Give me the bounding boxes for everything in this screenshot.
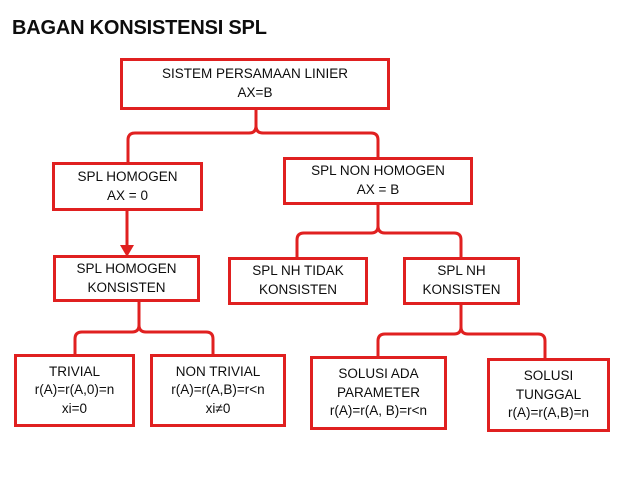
node-line: r(A)=r(A,B)=r<n bbox=[171, 382, 265, 398]
node-spl-nh-tidak-konsisten[interactable]: SPL NH TIDAK KONSISTEN bbox=[228, 257, 368, 305]
node-line: xi≠0 bbox=[205, 400, 231, 416]
node-line: r(A)=r(A, B)=r<n bbox=[329, 403, 428, 419]
node-spl-nh-konsisten[interactable]: SPL NH KONSISTEN bbox=[403, 257, 520, 305]
node-line: KONSISTEN bbox=[422, 282, 501, 297]
node-line: xi=0 bbox=[61, 400, 88, 416]
edge-nhkonsisten-split-right bbox=[459, 326, 547, 358]
node-sistem-persamaan-linier[interactable]: SISTEM PERSAMAAN LINIER AX=B bbox=[120, 58, 390, 110]
edge-root-to-non-homogen bbox=[254, 125, 380, 157]
node-line: AX = 0 bbox=[107, 187, 148, 203]
node-line: AX = B bbox=[356, 182, 400, 197]
node-line: SPL HOMOGEN bbox=[76, 260, 177, 276]
node-line: PARAMETER bbox=[336, 384, 420, 400]
node-line: r(A)=r(A,0)=n bbox=[34, 382, 115, 398]
node-line: AX=B bbox=[237, 85, 273, 100]
edge-root-split bbox=[126, 110, 258, 162]
node-line: SPL NON HOMOGEN bbox=[311, 163, 445, 179]
node-line: SPL NH TIDAK bbox=[252, 263, 344, 279]
edge-homogenkonsisten-split-right bbox=[137, 324, 215, 354]
node-trivial[interactable]: TRIVIAL r(A)=r(A,0)=n xi=0 bbox=[14, 354, 135, 427]
node-solusi-tunggal[interactable]: SOLUSI TUNGGAL r(A)=r(A,B)=n bbox=[487, 358, 610, 432]
edge-nhkonsisten-split-left bbox=[376, 305, 463, 356]
node-line: TUNGGAL bbox=[515, 386, 582, 402]
node-line: KONSISTEN bbox=[258, 282, 337, 297]
edge-nonhomogen-split-left bbox=[295, 205, 380, 257]
node-solusi-ada-parameter[interactable]: SOLUSI ADA PARAMETER r(A)=r(A, B)=r<n bbox=[310, 356, 447, 430]
page-title: BAGAN KONSISTENSI SPL bbox=[12, 17, 267, 39]
node-spl-non-homogen[interactable]: SPL NON HOMOGEN AX = B bbox=[283, 157, 473, 205]
node-spl-homogen-konsisten[interactable]: SPL HOMOGEN KONSISTEN bbox=[53, 255, 200, 302]
node-line: r(A)=r(A,B)=n bbox=[507, 405, 589, 421]
edge-homogenkonsisten-split-left bbox=[73, 302, 141, 354]
node-line: SISTEM PERSAMAAN LINIER bbox=[161, 66, 349, 82]
node-line: TRIVIAL bbox=[48, 363, 100, 379]
node-line: KONSISTEN bbox=[87, 279, 166, 295]
node-line: SPL HOMOGEN bbox=[77, 168, 178, 184]
node-non-trivial[interactable]: NON TRIVIAL r(A)=r(A,B)=r<n xi≠0 bbox=[150, 354, 286, 427]
edge-nonhomogen-split-right bbox=[376, 225, 463, 257]
node-line: NON TRIVIAL bbox=[175, 363, 261, 379]
node-line: SOLUSI bbox=[523, 368, 574, 384]
node-line: SOLUSI ADA bbox=[338, 366, 419, 382]
node-spl-homogen[interactable]: SPL HOMOGEN AX = 0 bbox=[52, 162, 203, 211]
node-line: SPL NH bbox=[437, 263, 486, 279]
